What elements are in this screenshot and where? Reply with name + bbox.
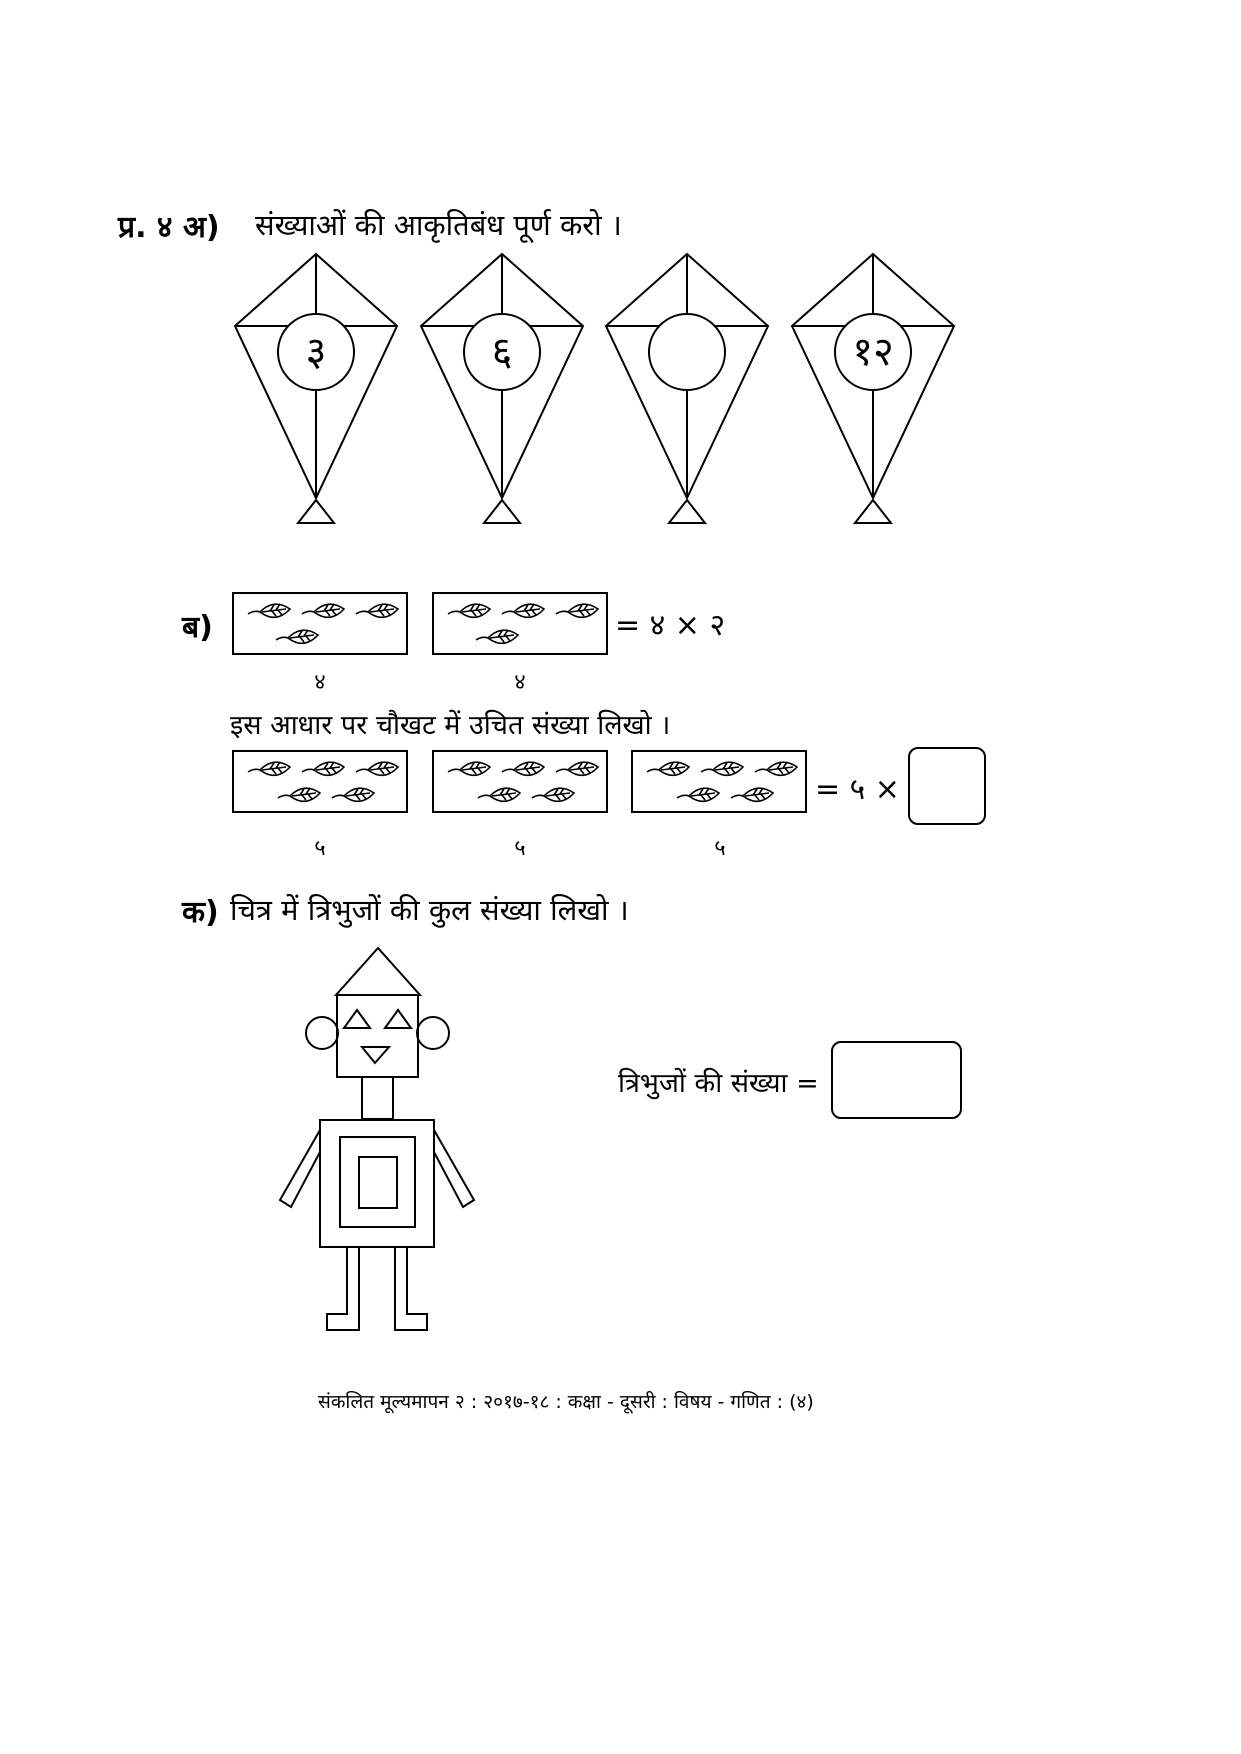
exercise-equation: = ५ × <box>815 772 900 807</box>
example-count-1: ४ <box>314 670 326 695</box>
q4b-instruction: इस आधार पर चौखट में उचित संख्या लिखो । <box>230 710 671 741</box>
leaf-icon <box>301 761 346 777</box>
leaf-icon <box>477 787 522 803</box>
leaf-icon <box>247 761 292 777</box>
leaf-group-exercise-3 <box>631 750 807 813</box>
kite-1-number: ३ <box>305 329 327 375</box>
leaf-icon <box>730 787 775 803</box>
leaf-icons <box>447 761 600 803</box>
leaf-icon <box>531 787 576 803</box>
leaf-icon <box>754 761 799 777</box>
exercise-count-2: ५ <box>514 836 526 861</box>
example-equation: = ४ × २ <box>615 608 726 643</box>
triangle-count-label: त्रिभुजों की संख्या = <box>618 1068 819 1099</box>
page-footer: संकलित मूल्यमापन २ : २०१७-१८ : कक्षा - द… <box>318 1391 814 1413</box>
kite-2-number: ६ <box>491 329 513 375</box>
leaf-icon <box>676 787 721 803</box>
leaf-group-example-2 <box>432 592 608 655</box>
example-count-2: ४ <box>514 670 526 695</box>
leaf-icons <box>646 761 799 803</box>
exercise-count-3: ५ <box>714 836 726 861</box>
kite-4 <box>790 252 956 524</box>
q4b-label: ब) <box>182 610 213 645</box>
leaf-icon <box>555 603 600 619</box>
q4c-instruction: चित्र में त्रिभुजों की कुल संख्या लिखो । <box>230 893 629 927</box>
leaf-group-example-1 <box>232 592 408 655</box>
leaf-icon <box>700 761 745 777</box>
leaf-icons <box>247 603 400 645</box>
leaf-icon <box>501 761 546 777</box>
kite-3[interactable] <box>603 252 771 528</box>
leaf-icon <box>555 761 600 777</box>
triangle-count-answer-box[interactable] <box>831 1041 962 1119</box>
leaf-icon <box>301 603 346 619</box>
leaf-icon <box>447 603 492 619</box>
leaf-icon <box>277 787 322 803</box>
leaf-icon <box>475 629 520 645</box>
q4a-label: प्र. ४ अ) <box>118 210 220 245</box>
leaf-icon <box>331 787 376 803</box>
leaf-icon <box>275 629 320 645</box>
leaf-icon <box>447 761 492 777</box>
leaf-group-exercise-2 <box>432 750 608 813</box>
leaf-group-exercise-1 <box>232 750 408 813</box>
leaf-icon <box>355 761 400 777</box>
robot-figure <box>278 946 476 1331</box>
exercise-count-1: ५ <box>314 836 326 861</box>
leaf-icon <box>501 603 546 619</box>
exercise-answer-box[interactable] <box>908 747 986 825</box>
kite-4-number: १२ <box>852 329 894 375</box>
leaf-icons <box>447 603 600 645</box>
kite-2 <box>419 252 585 524</box>
leaf-icon <box>646 761 691 777</box>
leaf-icons <box>247 761 400 803</box>
kite-1 <box>233 252 399 524</box>
q4a-instruction: संख्याओं की आकृतिबंध पूर्ण करो । <box>255 208 622 242</box>
leaf-icon <box>247 603 292 619</box>
q4c-label: क) <box>182 895 219 930</box>
leaf-icon <box>355 603 400 619</box>
